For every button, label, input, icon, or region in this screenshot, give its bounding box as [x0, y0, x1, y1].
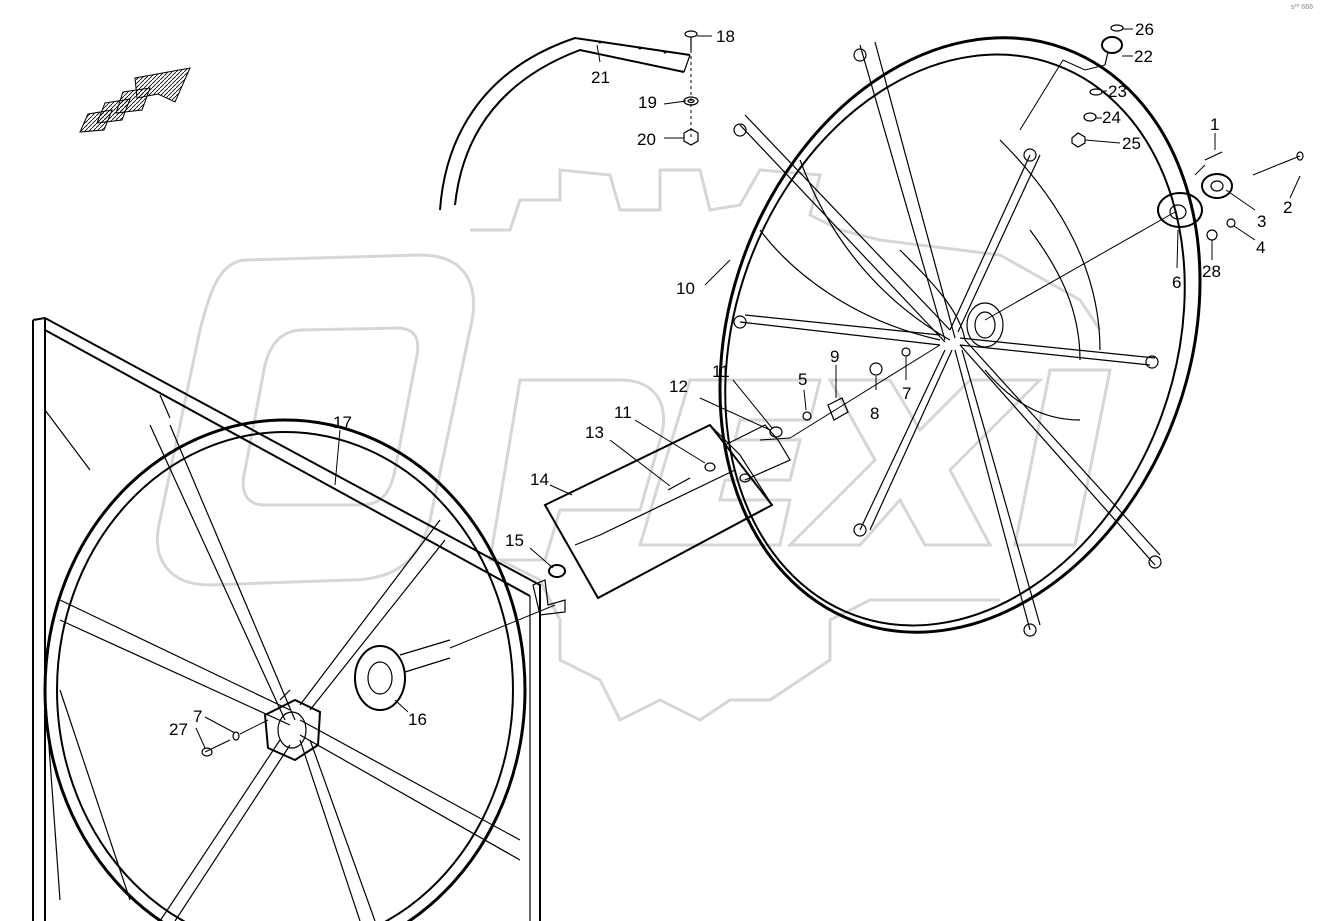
- callout-7a: 7: [902, 384, 911, 403]
- left-wheel-frame: [32, 316, 541, 921]
- right-wheel: [718, 36, 1202, 637]
- callout-4: 4: [1256, 238, 1265, 257]
- callout-22: 22: [1134, 47, 1153, 66]
- callout-20: 20: [637, 130, 656, 149]
- hub-assembly: [984, 151, 1304, 321]
- ring-part-15: [532, 564, 566, 616]
- callout-12: 12: [669, 377, 688, 396]
- callout-16: 16: [408, 710, 427, 729]
- shaft-line: [759, 344, 941, 441]
- watermark-logo: [155, 168, 1112, 723]
- callout-7b: 7: [193, 707, 202, 726]
- corner-code: s²⁰ 666: [1290, 4, 1313, 11]
- fasteners-18-20: [683, 30, 699, 146]
- callout-14: 14: [530, 470, 549, 489]
- callout-6: 6: [1172, 273, 1181, 292]
- callout-2: 2: [1283, 198, 1292, 217]
- callout-3: 3: [1257, 212, 1266, 231]
- callout-27: 27: [169, 720, 188, 739]
- callout-17: 17: [333, 413, 352, 432]
- callout-28: 28: [1202, 262, 1221, 281]
- callout-19: 19: [638, 93, 657, 112]
- callout-1: 1: [1210, 115, 1219, 134]
- callout-23: 23: [1108, 82, 1127, 101]
- callout-5: 5: [798, 370, 807, 389]
- callout-11a: 11: [712, 362, 730, 381]
- curved-strip-part: [439, 36, 691, 211]
- leader-lines: [195, 28, 1301, 749]
- direction-arrow-icon: [79, 67, 191, 133]
- callout-9: 9: [830, 347, 839, 366]
- fasteners-22-26: [1019, 24, 1124, 148]
- bolt-part-27: [201, 719, 269, 757]
- plate-part-14: [543, 423, 791, 600]
- callout-26: 26: [1135, 20, 1154, 39]
- callout-10: 10: [676, 279, 695, 298]
- callout-13: 13: [585, 423, 604, 442]
- callout-25: 25: [1122, 134, 1141, 153]
- callout-11b: 11: [614, 403, 632, 422]
- callout-18: 18: [716, 27, 735, 46]
- callout-8: 8: [870, 404, 879, 423]
- callout-labels: 1 2 3 4 5 6 7 7 8 9 10 11 11 12 13 14 15…: [169, 20, 1292, 739]
- hub-part-16: [354, 604, 556, 711]
- callout-15: 15: [505, 531, 524, 550]
- callout-21: 21: [591, 68, 610, 87]
- callout-24: 24: [1102, 108, 1121, 127]
- left-wheel: [43, 418, 527, 921]
